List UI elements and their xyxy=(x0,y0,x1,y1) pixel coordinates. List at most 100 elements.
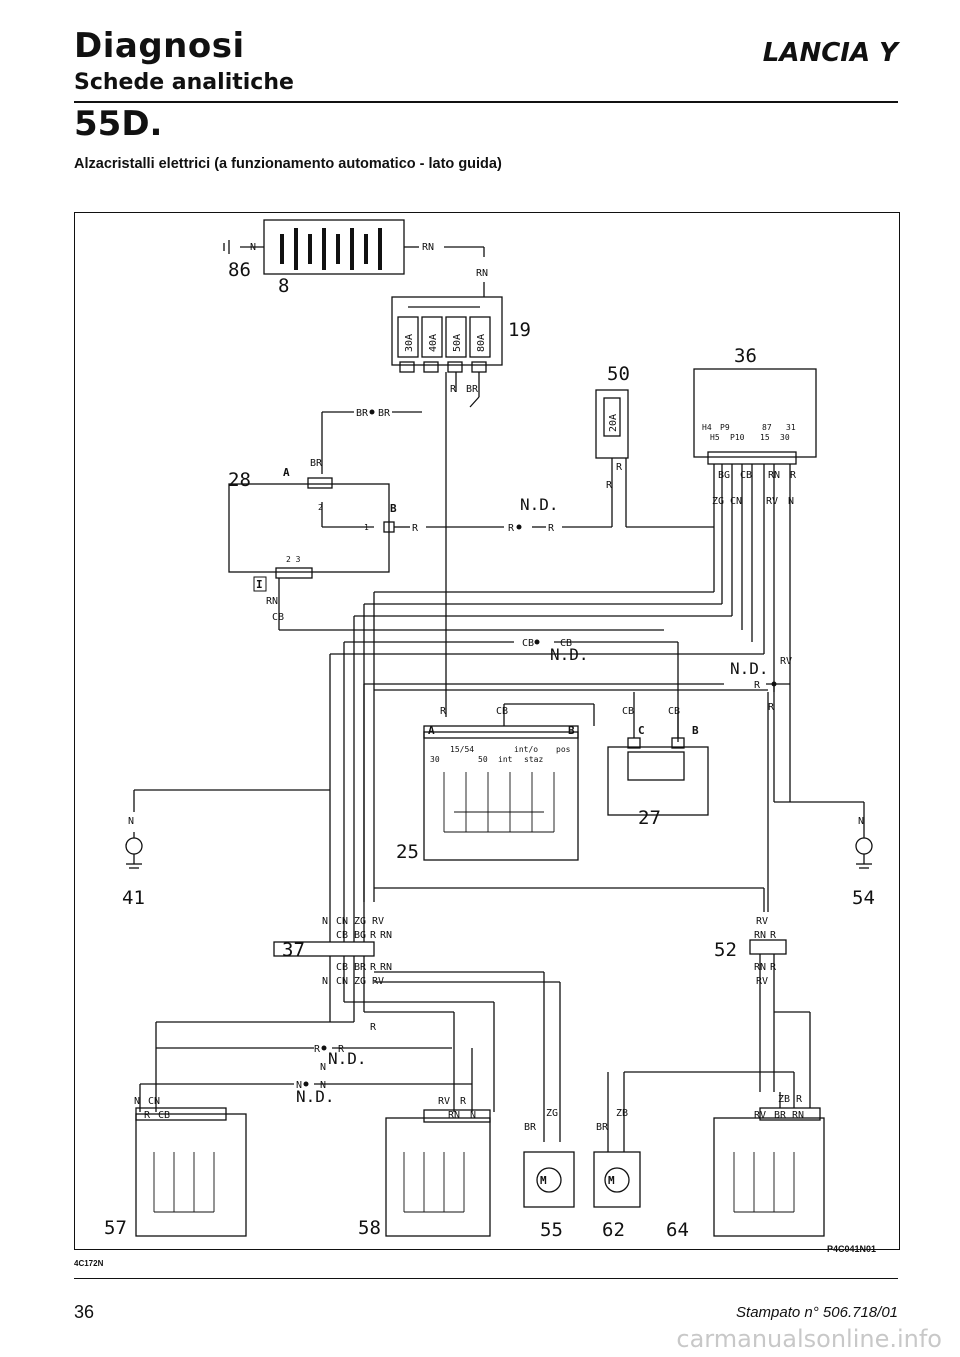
wire-n-41: N xyxy=(128,816,134,827)
wire-r-nd2c: R xyxy=(338,1044,345,1055)
ground-54 xyxy=(855,837,873,855)
motor-62-m: M xyxy=(608,1174,615,1187)
wire-cn-37b: CN xyxy=(336,976,348,987)
label-50: 50 xyxy=(607,363,630,385)
wire-n-nd3b: N xyxy=(320,1080,326,1091)
pin28-23: 2 3 xyxy=(286,555,301,564)
wire-cb-27b: CB xyxy=(668,706,680,717)
wire-rv-64: RV xyxy=(754,1110,766,1121)
connector-37 xyxy=(273,941,375,957)
wire-rn-28: RN xyxy=(266,596,278,607)
module-28 xyxy=(228,483,390,573)
motor-55-m: M xyxy=(540,1174,547,1187)
wire-bg-37: BG xyxy=(354,930,366,941)
wire-r-50b: R xyxy=(606,480,613,491)
ground-41 xyxy=(125,837,143,855)
wire-cb-28: CB xyxy=(272,612,284,623)
switch-25 xyxy=(423,731,579,861)
wire-rv-36: RV xyxy=(766,496,778,507)
wire-br-55: BR xyxy=(524,1122,537,1133)
pin36-h4: H4 xyxy=(702,423,712,432)
wire-r-ndrv: R xyxy=(754,680,761,691)
pin25-1554: 15/54 xyxy=(450,745,474,754)
figure-code: P4C041N01 xyxy=(826,1244,876,1254)
label-28: 28 xyxy=(228,469,251,491)
wire-r-nd2a: R xyxy=(370,1022,377,1033)
connector-b-27: B xyxy=(692,724,699,737)
wire-cn-37: CN xyxy=(336,916,348,927)
wire-br-28: BR xyxy=(310,458,323,469)
fuse-20a: 20A xyxy=(608,414,619,432)
wire-r-64: R xyxy=(796,1094,803,1105)
header-subtitle: Schede analitiche xyxy=(74,70,294,95)
nd-label-2: N.D. xyxy=(550,645,589,664)
pin28-1: 1 xyxy=(364,523,369,532)
wire-r-37b: R xyxy=(370,962,377,973)
nd-label-5: N.D. xyxy=(296,1087,335,1106)
header-title: Diagnosi xyxy=(74,26,245,66)
wire-rn-37: RN xyxy=(380,930,392,941)
wire-cb-nd2: CB xyxy=(560,638,572,649)
pin28-2: 2 xyxy=(318,503,323,512)
pin36-30: 30 xyxy=(780,433,790,442)
page-number: 36 xyxy=(74,1302,95,1322)
wire-cb-nd1: CB xyxy=(522,638,534,649)
wire-n-nd3a: N xyxy=(296,1080,302,1091)
motor-55 xyxy=(523,1151,575,1208)
wire-cb-25: CB xyxy=(496,706,508,717)
pin25-staz: staz xyxy=(524,755,543,764)
wire-br-1: BR xyxy=(356,408,369,419)
module-36 xyxy=(693,368,817,458)
wire-zg-36: ZG xyxy=(712,496,724,507)
drawing-code: 4C172N xyxy=(74,1259,104,1268)
motor-62-icon xyxy=(604,1167,630,1193)
pin25-pos: pos xyxy=(556,745,571,754)
motor-62 xyxy=(593,1151,641,1208)
wire-r-28: R xyxy=(412,523,419,534)
label-52: 52 xyxy=(714,939,737,961)
label-27: 27 xyxy=(638,807,661,829)
wire-r-27: R xyxy=(768,702,775,713)
wire-br-37b: BR xyxy=(354,962,367,973)
battery-cells xyxy=(280,228,382,270)
header-rule xyxy=(74,101,898,103)
wire-cb-37b: CB xyxy=(336,962,348,973)
switch-64 xyxy=(713,1117,825,1237)
wire-rv-58: RV xyxy=(438,1096,450,1107)
connector-b-28: B xyxy=(390,502,397,515)
nd-label-4: N.D. xyxy=(328,1049,367,1068)
wire-rv-37b: RV xyxy=(372,976,384,987)
connector-a-28: A xyxy=(283,466,290,479)
label-19: 19 xyxy=(508,319,531,341)
wire-br-2: BR xyxy=(378,408,391,419)
label-64: 64 xyxy=(666,1219,689,1241)
wire-br-62: BR xyxy=(596,1122,609,1133)
wire-br-fusebox: BR xyxy=(466,384,479,395)
battery-8 xyxy=(263,219,405,275)
label-25: 25 xyxy=(396,841,419,863)
wire-zg-37: ZG xyxy=(354,916,366,927)
label-57: 57 xyxy=(104,1217,127,1239)
wire-r-58: R xyxy=(460,1096,467,1107)
fuse-box-19 xyxy=(391,296,503,366)
pin36-p10: P10 xyxy=(730,433,745,442)
pin36-31: 31 xyxy=(786,423,796,432)
wire-r-52: R xyxy=(770,930,777,941)
wire-cb-36: CB xyxy=(740,470,752,481)
pin36-p9: P9 xyxy=(720,423,730,432)
wire-n-36: N xyxy=(788,496,794,507)
label-41: 41 xyxy=(122,887,145,909)
wire-rv-37: RV xyxy=(372,916,384,927)
wire-rn-52: RN xyxy=(754,930,766,941)
wire-r-nd2b: R xyxy=(314,1044,321,1055)
wire-n-54: N xyxy=(858,816,864,827)
label-86: 86 xyxy=(228,259,251,281)
wire-n-nd2: N xyxy=(320,1062,326,1073)
label-55: 55 xyxy=(540,1219,563,1241)
wire-rn-52b: RN xyxy=(754,962,766,973)
pin36-15: 15 xyxy=(760,433,770,442)
wire-cn-36: CN xyxy=(730,496,742,507)
diagram-frame xyxy=(74,212,900,1250)
pin25-int: int xyxy=(498,755,513,764)
diagram-caption: Alzacristalli elettrici (a funzionamento… xyxy=(74,156,502,172)
